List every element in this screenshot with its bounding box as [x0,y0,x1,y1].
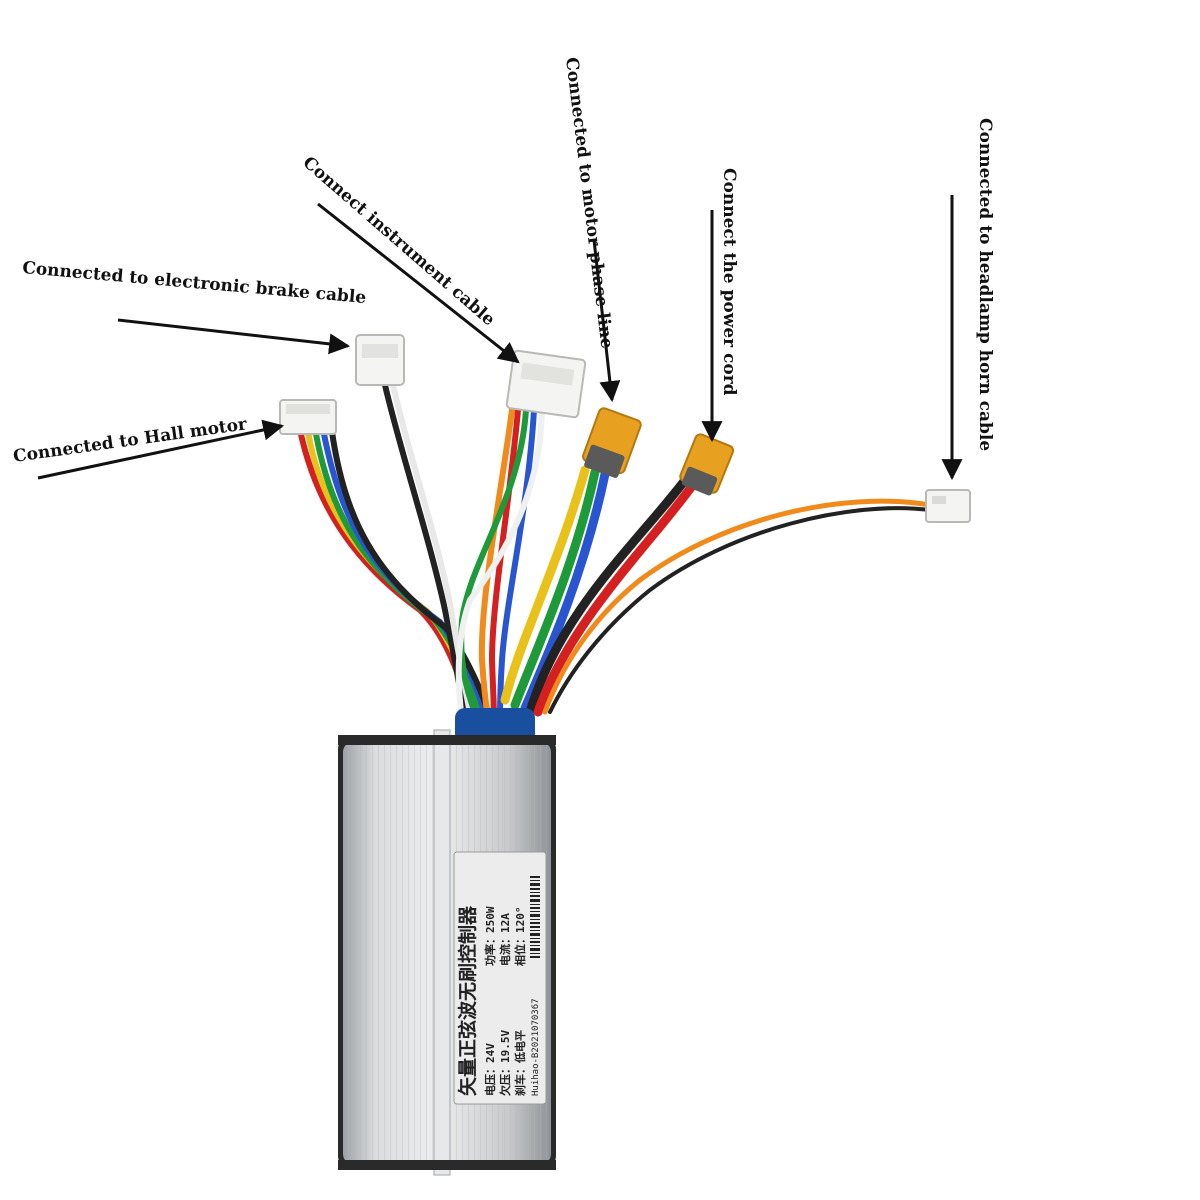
wire-bundle [297,382,933,723]
connector-power-xt [679,433,735,496]
label-motor-phase: Connected to motor phase line [561,56,617,350]
wire-phase-yellow [500,465,590,705]
callout-arrows [37,195,963,481]
connector-headlamp-horn [925,489,971,523]
barcode [530,876,540,958]
connector-hall [279,399,337,435]
nameplate [453,851,547,1105]
connector-instrument [505,349,587,419]
nameplate-undervoltage: 欠压：19.5V [498,1030,512,1096]
nameplate-voltage: 电压：24V [483,1043,497,1096]
wire-power-red [533,477,700,717]
wire-horn-orange [542,498,933,715]
callout-labels: Connected to Hall motor Connected to ele… [12,56,995,467]
nameplate-current: 电流：12A [498,913,512,966]
wire-horn-black [548,506,932,714]
connector-motor-phase-xt [582,407,642,478]
wire-phase-green [510,467,600,710]
label-brake: Connected to electronic brake cable [22,258,368,308]
connector-brake [355,334,405,386]
nameplate-serial: Huihao-B2021070367 [531,998,541,1096]
nameplate-brake: 刹车：低电平 [513,1030,527,1096]
label-power: Connect the power cord [719,168,739,396]
nameplate-title: 矢量正弦波无刷控制器 [456,905,479,1096]
wire-inst-blue [497,407,537,723]
nameplate-phase: 相位：120° [513,907,527,967]
wire-power-black [525,475,690,717]
wire-inst-red [488,407,521,723]
wire-inst-green [458,407,529,723]
label-headlamp: Connected to headlamp horn cable [975,118,995,451]
wire-hall-black [329,429,493,723]
wire-inst-white [455,407,545,723]
arrow-brake [117,318,351,355]
arrow-motor-phase [592,239,621,403]
arrow-hall-motor [37,419,285,480]
wire-inst-orange [478,407,515,723]
arrow-instrument [317,202,520,364]
controller-body: 矢量正弦波无刷控制器 电压：24V 功率：250W 欠压：19.5V 电流：12… [338,708,556,1176]
wire-brake-black [382,382,468,723]
nameplate-power: 功率：250W [483,906,497,966]
